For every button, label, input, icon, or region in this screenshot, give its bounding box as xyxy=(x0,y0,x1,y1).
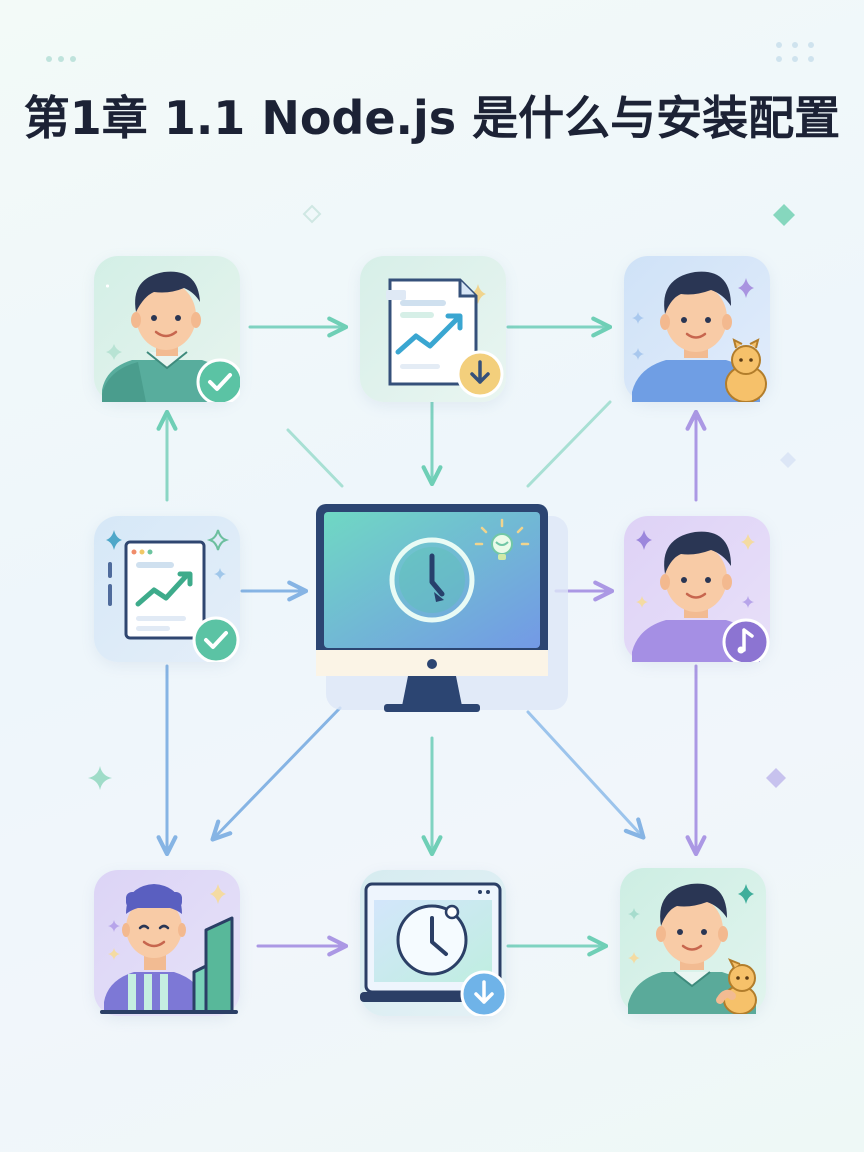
user-bottom-right-card[interactable] xyxy=(620,868,766,1014)
user-mid-right-card[interactable] xyxy=(624,516,770,662)
document-chart-download-icon xyxy=(386,278,504,398)
chart-mid-left-card[interactable] xyxy=(94,516,240,662)
page-title: 第1章 1.1 Node.js 是什么与安装配置 xyxy=(23,91,841,145)
laptop-bottom-card[interactable] xyxy=(360,870,506,1016)
person-with-pet-icon xyxy=(632,271,767,402)
person-with-pet-icon xyxy=(628,883,757,1014)
doc-chart-top-card[interactable] xyxy=(360,256,506,402)
arrow-monitor-to-br xyxy=(526,710,646,840)
laptop-clock-download-icon xyxy=(360,882,506,1016)
chart-checkmark-icon xyxy=(106,529,240,662)
decor-sparkles xyxy=(88,204,796,790)
line-tl-diagonal xyxy=(286,428,344,488)
user-top-left-card[interactable] xyxy=(94,256,240,402)
person-music-icon xyxy=(632,530,770,662)
user-bottom-left-card[interactable] xyxy=(94,870,240,1016)
person-checkmark-icon xyxy=(102,271,240,402)
monitor-clock-icon[interactable] xyxy=(310,500,572,720)
person-bar-chart-icon xyxy=(100,884,238,1014)
arrow-monitor-to-bl xyxy=(210,706,342,842)
user-top-right-card[interactable] xyxy=(624,256,770,402)
line-tr-diagonal xyxy=(526,400,612,488)
